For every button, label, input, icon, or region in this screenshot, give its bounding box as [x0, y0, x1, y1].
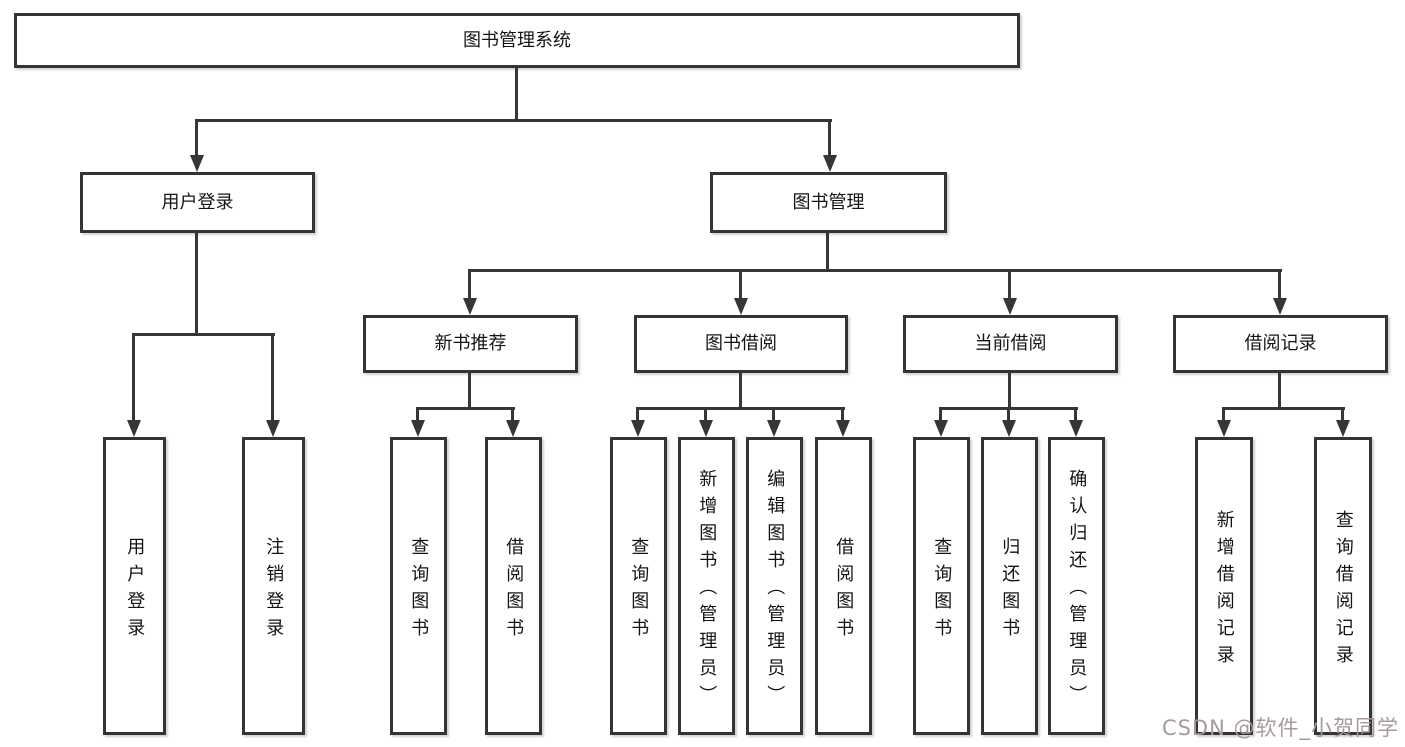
connector-book-mgmt-hline — [469, 269, 1282, 272]
watermark: CSDN @软件_小贺同学 — [1161, 716, 1399, 740]
node-new-book-recommend-label: 新书推荐 — [434, 333, 507, 355]
arrow-down-icon — [767, 420, 781, 437]
connector-stem — [1222, 407, 1225, 423]
connector-stem — [772, 407, 775, 423]
arrow-down-icon — [823, 155, 837, 172]
connector-stem — [1074, 407, 1077, 423]
node-edit-book-admin-label: 编辑图书（管理员） — [764, 469, 786, 712]
connector-root-right-stem — [828, 119, 831, 159]
arrow-down-icon — [190, 155, 204, 172]
node-borrow-book: 借阅图书 — [815, 437, 872, 735]
connector-stem — [511, 407, 514, 423]
connector-stem — [636, 407, 639, 423]
connector-stem — [271, 333, 274, 422]
connector-user-login-hline — [133, 333, 275, 336]
connector-hline — [1223, 407, 1345, 410]
arrow-down-icon — [1217, 420, 1231, 437]
arrow-down-icon — [1336, 420, 1350, 437]
node-book-management-label: 图书管理 — [792, 191, 865, 213]
connector-root-left-stem — [195, 119, 198, 159]
node-borrow-book-recommend: 借阅图书 — [485, 437, 542, 735]
node-borrow-book-recommend-label: 借阅图书 — [503, 536, 525, 645]
connector-stem — [1278, 373, 1281, 410]
arrow-down-icon — [127, 420, 141, 437]
connector-stem — [1278, 269, 1281, 301]
node-library-system: 图书管理系统 — [14, 13, 1020, 68]
node-user-login: 用户登录 — [80, 172, 315, 233]
connector-stem — [1341, 407, 1344, 423]
node-book-borrowing-label: 图书借阅 — [705, 333, 777, 355]
connector-stem — [1008, 373, 1011, 410]
connector-stem — [939, 407, 942, 423]
node-add-borrow-record-label: 新增借阅记录 — [1213, 509, 1235, 672]
connector-stem — [704, 407, 707, 423]
connector-stem — [739, 373, 742, 410]
arrow-down-icon — [699, 420, 713, 437]
node-logout-label: 注销登录 — [263, 536, 285, 645]
node-edit-book-admin: 编辑图书（管理员） — [746, 437, 803, 735]
node-add-book-admin: 新增图书（管理员） — [678, 437, 735, 735]
connector-stem — [1008, 269, 1011, 301]
arrow-down-icon — [463, 298, 477, 315]
arrow-down-icon — [411, 420, 425, 437]
node-query-book-recommend: 查询图书 — [390, 437, 447, 735]
node-user-login-label: 用户登录 — [161, 191, 234, 213]
connector-hline — [637, 407, 845, 410]
connector-stem — [739, 269, 742, 301]
node-query-borrow-record-label: 查询借阅记录 — [1332, 509, 1354, 672]
node-query-book-borrowing-label: 查询图书 — [628, 536, 650, 645]
node-current-borrowing: 当前借阅 — [903, 315, 1118, 373]
node-return-book: 归还图书 — [981, 437, 1038, 735]
node-return-book-label: 归还图书 — [999, 536, 1021, 645]
node-user-login-leaf-label: 用户登录 — [124, 536, 146, 645]
node-book-management: 图书管理 — [710, 172, 947, 233]
node-user-login-leaf: 用户登录 — [103, 437, 166, 735]
arrow-down-icon — [1273, 298, 1287, 315]
node-borrowing-records-label: 借阅记录 — [1244, 333, 1317, 355]
arrow-down-icon — [934, 420, 948, 437]
node-library-system-label: 图书管理系统 — [463, 29, 571, 51]
connector-root-hline — [196, 119, 832, 122]
arrow-down-icon — [1003, 298, 1017, 315]
arrow-down-icon — [266, 420, 280, 437]
node-add-book-admin-label: 新增图书（管理员） — [696, 469, 718, 712]
node-query-book-borrowing: 查询图书 — [610, 437, 667, 735]
connector-user-login-stem — [195, 233, 198, 336]
arrow-down-icon — [734, 298, 748, 315]
connector-book-mgmt-stem — [826, 233, 829, 272]
node-confirm-return-admin: 确认归还（管理员） — [1048, 437, 1105, 735]
connector-stem — [468, 269, 471, 301]
connector-stem — [1007, 407, 1010, 423]
connector-stem — [841, 407, 844, 423]
connector-stem — [132, 333, 135, 422]
arrow-down-icon — [1002, 420, 1016, 437]
node-current-borrowing-label: 当前借阅 — [974, 333, 1047, 355]
node-borrow-book-label: 借阅图书 — [833, 536, 855, 645]
arrow-down-icon — [506, 420, 520, 437]
node-confirm-return-admin-label: 确认归还（管理员） — [1066, 469, 1088, 712]
node-query-book-current: 查询图书 — [913, 437, 970, 735]
arrow-down-icon — [631, 420, 645, 437]
connector-root-stem — [515, 66, 518, 121]
node-book-borrowing: 图书借阅 — [634, 315, 848, 373]
node-logout: 注销登录 — [242, 437, 305, 735]
node-new-book-recommend: 新书推荐 — [363, 315, 578, 373]
arrow-down-icon — [836, 420, 850, 437]
node-query-book-current-label: 查询图书 — [931, 536, 953, 645]
node-add-borrow-record: 新增借阅记录 — [1195, 437, 1253, 735]
connector-stem — [468, 373, 471, 410]
arrow-down-icon — [1069, 420, 1083, 437]
node-query-borrow-record: 查询借阅记录 — [1314, 437, 1372, 735]
node-borrowing-records: 借阅记录 — [1173, 315, 1388, 373]
connector-hline — [417, 407, 515, 410]
connector-stem — [416, 407, 419, 423]
node-query-book-recommend-label: 查询图书 — [408, 536, 430, 645]
